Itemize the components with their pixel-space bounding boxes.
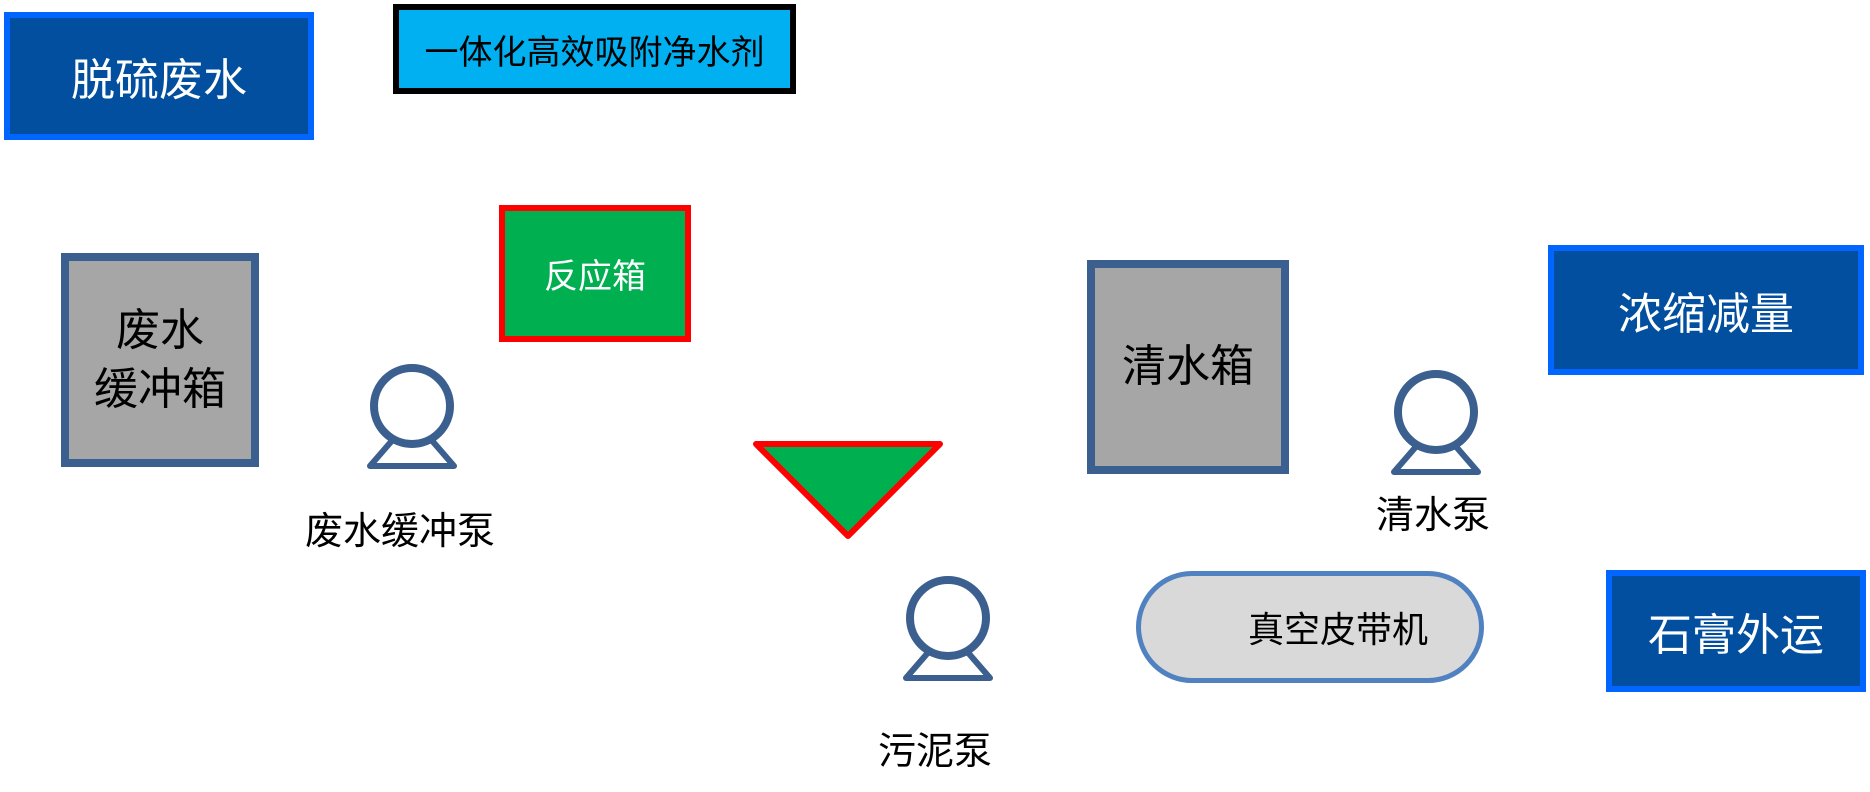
sludge-pump-label: 污泥泵 [878, 729, 993, 773]
clean-water-tank-label: 清水箱 [1122, 341, 1254, 393]
buffer-pump-icon [362, 362, 462, 470]
reaction-tank-label: 反应箱 [544, 257, 646, 297]
clean-water-tank: 清水箱 [1087, 260, 1289, 474]
desulfurization-wastewater-box: 脱硫废水 [4, 12, 314, 140]
buffer-tank: 废水 缓冲箱 [61, 253, 259, 467]
buffer-tank-label-line2: 缓冲箱 [94, 364, 226, 415]
vacuum-belt-filter: 真空皮带机 [1136, 571, 1484, 683]
gypsum-transport-label: 石膏外运 [1648, 610, 1824, 661]
sludge-pump-icon [898, 574, 998, 682]
reagent-label: 一体化高效吸附净水剂 [424, 32, 765, 73]
desulfurization-wastewater-label: 脱硫废水 [71, 55, 247, 106]
concentrate-reduction-label: 浓缩减量 [1618, 289, 1794, 340]
buffer-pump-label: 废水缓冲泵 [305, 509, 496, 553]
reagent-box: 一体化高效吸附净水剂 [393, 4, 796, 94]
concentrate-reduction-box: 浓缩减量 [1548, 245, 1864, 375]
buffer-tank-label-line1: 废水 [116, 304, 204, 356]
clean-water-pump-icon [1386, 368, 1486, 476]
reaction-tank: 反应箱 [499, 205, 691, 342]
vacuum-belt-filter-label: 真空皮带机 [1247, 610, 1428, 651]
gypsum-transport-box: 石膏外运 [1606, 570, 1866, 692]
clean-water-pump-label: 清水泵 [1376, 493, 1491, 537]
settler-triangle-icon [750, 438, 946, 542]
